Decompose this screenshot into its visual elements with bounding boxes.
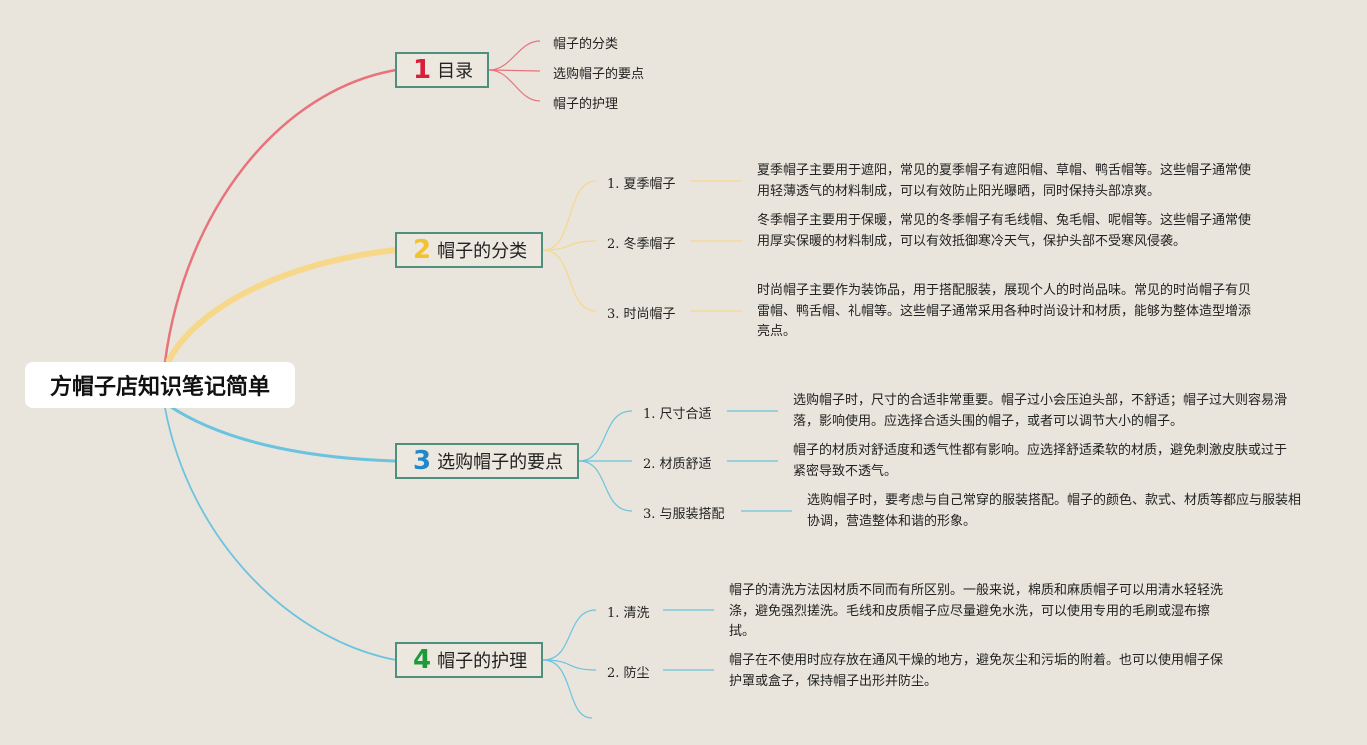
branch-4-connector: [164, 407, 397, 661]
toc-item-buying-tips[interactable]: 选购帽子的要点: [553, 67, 645, 82]
size-fit-description: 选购帽子时，尺寸的合适非常重要。帽子过小会压迫头部，不舒适；帽子过大则容易滑落，…: [793, 393, 1288, 429]
branch-3-number: 3: [413, 446, 432, 476]
branch-2-number: 2: [413, 235, 432, 265]
subtopic-dustproof[interactable]: 2. 防尘: [607, 666, 650, 681]
subtopic-material-comfort[interactable]: 2. 材质舒适: [643, 457, 712, 472]
branch-1-connector: [163, 68, 397, 363]
subtopic-summer-hats[interactable]: 1. 夏季帽子: [607, 177, 676, 192]
subtopic-winter-hats[interactable]: 2. 冬季帽子: [607, 237, 676, 252]
branch-4-children-connectors: [542, 609, 714, 719]
subtopic-cleaning[interactable]: 1. 清洗: [607, 606, 650, 621]
branch-1-number: 1: [413, 55, 432, 85]
cleaning-description: 帽子的清洗方法因材质不同而有所区别。一般来说，棉质和麻质帽子可以用清水轻轻洗涤，…: [729, 583, 1224, 639]
branch-1-node[interactable]: 1 目录: [395, 52, 489, 88]
subtopic-size-fit[interactable]: 1. 尺寸合适: [643, 407, 712, 422]
material-comfort-description: 帽子的材质对舒适度和透气性都有影响。应选择舒适柔软的材质，避免刺激皮肤或过于紧密…: [793, 443, 1288, 479]
branch-3-children-connectors: [578, 410, 792, 512]
branch-4-number: 4: [413, 645, 432, 675]
subtopic-outfit-match[interactable]: 3. 与服装搭配: [643, 507, 725, 522]
outfit-match-description: 选购帽子时，要考虑与自己常穿的服装搭配。帽子的颜色、款式、材质等都应与服装相协调…: [807, 493, 1302, 529]
branch-4-label: 帽子的护理: [437, 651, 528, 672]
root-node[interactable]: 方帽子店知识笔记简单: [25, 362, 295, 408]
branch-3-connector: [167, 403, 397, 463]
branch-4-node[interactable]: 4 帽子的护理: [395, 642, 543, 678]
toc-item-care[interactable]: 帽子的护理: [553, 97, 619, 112]
branch-3-node[interactable]: 3 选购帽子的要点: [395, 443, 579, 479]
branch-2-children-connectors: [542, 180, 742, 312]
branch-2-node[interactable]: 2 帽子的分类: [395, 232, 543, 268]
fashion-hats-description: 时尚帽子主要作为装饰品，用于搭配服装，展现个人的时尚品味。常见的时尚帽子有贝雷帽…: [757, 283, 1252, 339]
branch-2-label: 帽子的分类: [437, 241, 528, 262]
branch-1-children-connectors: [488, 40, 541, 102]
winter-hats-description: 冬季帽子主要用于保暖，常见的冬季帽子有毛线帽、兔毛帽、呢帽等。这些帽子通常使用厚…: [757, 213, 1252, 249]
subtopic-fashion-hats[interactable]: 3. 时尚帽子: [607, 307, 676, 322]
summer-hats-description: 夏季帽子主要用于遮阳，常见的夏季帽子有遮阳帽、草帽、鸭舌帽等。这些帽子通常使用轻…: [757, 163, 1252, 199]
branch-3-label: 选购帽子的要点: [437, 452, 564, 473]
root-title: 方帽子店知识笔记简单: [49, 375, 270, 400]
branch-2-connector: [165, 247, 397, 364]
toc-item-classification[interactable]: 帽子的分类: [553, 37, 619, 52]
branch-1-label: 目录: [437, 61, 474, 82]
dustproof-description: 帽子在不使用时应存放在通风干燥的地方，避免灰尘和污垢的附着。也可以使用帽子保护罩…: [729, 653, 1224, 689]
